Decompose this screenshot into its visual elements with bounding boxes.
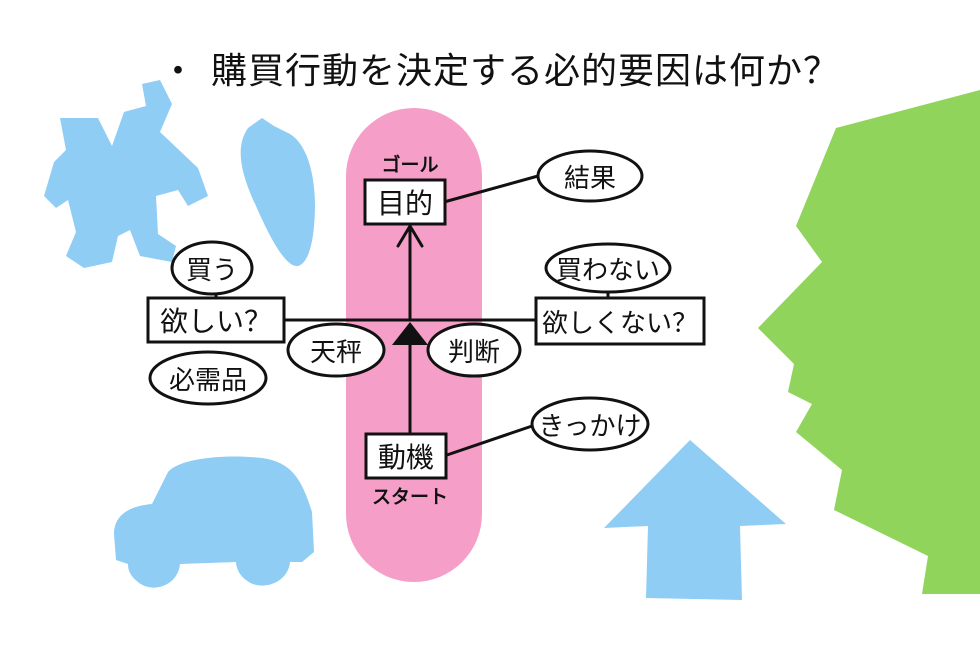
result-label: 結果 <box>563 163 616 194</box>
not-buy-label: 買わない <box>555 255 660 286</box>
necessity-label: 必需品 <box>168 365 247 396</box>
balance-ellipse <box>286 322 386 378</box>
motive-label: 動機 <box>377 441 434 474</box>
connector-lines <box>214 174 610 458</box>
not-want-label: 欲しくない？ <box>541 308 698 339</box>
trigger-label: きっかけ <box>538 411 642 442</box>
robot-silhouette-icon <box>44 80 208 268</box>
title-text: 購買行動を決定する必的要因は何か？ <box>211 51 841 92</box>
arrowhead-up <box>396 223 424 248</box>
judgement-label: 判断 <box>447 337 500 368</box>
carrot-silhouette-icon <box>240 118 315 267</box>
motive-box <box>364 432 448 480</box>
result-ellipse <box>536 149 644 203</box>
house-arrow-silhouette-icon <box>604 440 786 600</box>
box-shapes <box>146 178 706 480</box>
judgement-ellipse <box>426 322 522 378</box>
face-profile-silhouette-icon <box>758 90 980 594</box>
link-trigger <box>442 422 540 458</box>
buy-label: 買う <box>185 255 238 286</box>
balance-label: 天秤 <box>309 337 362 368</box>
necessity-ellipse <box>148 350 268 406</box>
want-label: 欲しい？ <box>159 305 272 338</box>
not-buy-ellipse <box>544 242 672 294</box>
purpose-box <box>363 178 447 226</box>
car-silhouette-icon <box>114 456 314 588</box>
want-box <box>146 296 286 344</box>
trigger-ellipse <box>530 396 650 452</box>
title-bullet: ・ <box>160 51 198 92</box>
page-title: ・購買行動を決定する必的要因は何か？ <box>160 48 839 96</box>
not-want-box <box>534 296 706 346</box>
start-label: スタート <box>371 485 448 508</box>
goal-label: ゴール <box>381 153 439 176</box>
ellipse-shapes <box>148 149 672 452</box>
link-result <box>442 174 540 204</box>
fulcrum-triangle <box>392 322 428 345</box>
buy-ellipse <box>170 240 254 296</box>
purpose-label: 目的 <box>376 187 433 220</box>
